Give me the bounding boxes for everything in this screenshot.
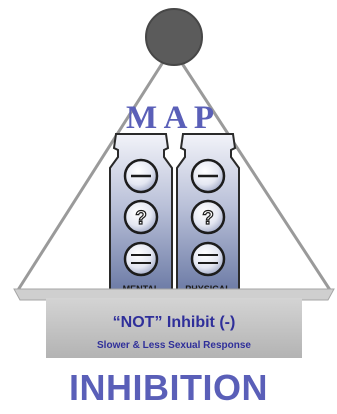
inhibition-title: INHIBITION — [69, 367, 268, 408]
equals-circle-icon — [123, 241, 159, 277]
equals-circle-icon — [190, 241, 226, 277]
map-letters: M A P — [126, 100, 214, 136]
pan-subline: Slower & Less Sexual Response — [97, 340, 251, 351]
pan-headline: “NOT” Inhibit (-) — [113, 314, 236, 331]
question-circle-icon — [123, 199, 159, 235]
question-circle-icon — [190, 199, 226, 235]
right-rope — [170, 47, 332, 291]
left-rope — [16, 47, 174, 291]
scale-pan: “NOT” Inhibit (-) Slower & Less Sexual R… — [13, 288, 335, 358]
weight-physical: ? PHYSICAL — [176, 133, 240, 297]
svg-text:?: ? — [135, 208, 147, 229]
weight-mental: ? MENTAL — [109, 133, 173, 297]
svg-text:?: ? — [202, 208, 214, 229]
hanger-knob-icon — [145, 8, 203, 66]
